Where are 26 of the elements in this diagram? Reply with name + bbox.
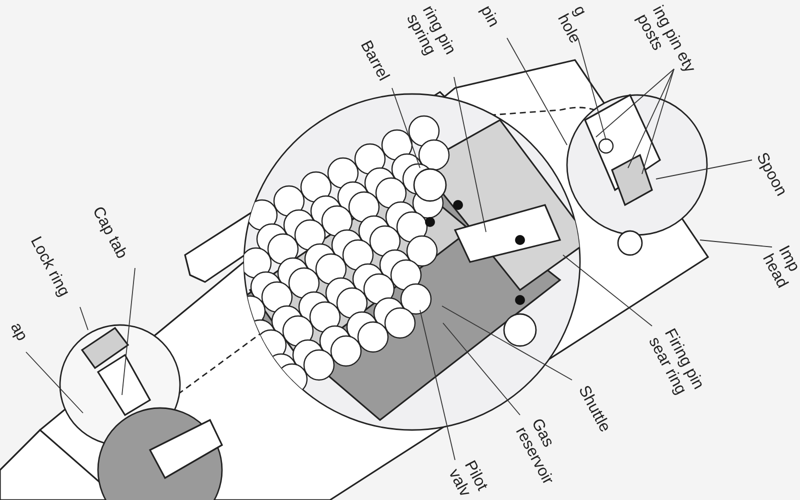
part-label: Imp head (758, 243, 800, 300)
leader-line (122, 268, 136, 396)
part-label: Lock ring (26, 234, 84, 322)
leader-line (562, 254, 652, 326)
leader-line (700, 240, 772, 248)
leader-line (392, 88, 420, 168)
leader-line (642, 68, 674, 174)
leader-line (442, 322, 520, 416)
leader-line (596, 68, 674, 138)
leader-line (506, 38, 568, 146)
part-label: ing pin ety posts (632, 3, 699, 86)
part-label: Pilot valv (444, 458, 498, 500)
part-label: Firing pin sear ring (644, 326, 714, 414)
part-label: ring pin spring (402, 3, 472, 91)
leader-line (442, 306, 572, 380)
part-label: pin (476, 3, 511, 47)
part-label: g hole (553, 3, 604, 56)
leader-line (26, 352, 84, 414)
part-label: Cap tab (88, 204, 142, 284)
leader-line (578, 38, 606, 140)
leader-line (656, 160, 752, 180)
part-label: ap (6, 320, 36, 355)
leader-line (628, 68, 674, 168)
leader-line (80, 306, 88, 330)
leader-line (420, 310, 456, 460)
part-label: Spoon (752, 150, 800, 220)
